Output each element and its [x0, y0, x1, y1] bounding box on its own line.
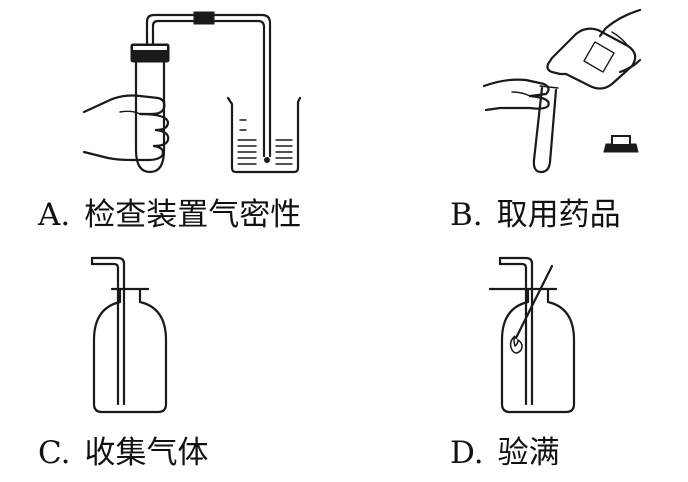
right-hand-b [598, 8, 642, 74]
delivery-tube-c [90, 256, 126, 406]
panel-c-letter: C. [38, 435, 71, 471]
beaker-a [226, 96, 302, 174]
gas-bottle-d [488, 287, 576, 414]
panel-a-text: 检查装置气密性 [84, 197, 302, 233]
panel-d-text: 验满 [497, 435, 560, 471]
panel-d-caption: D. 验满 [450, 438, 560, 469]
panel-c-text: 收集气体 [84, 435, 209, 471]
panel-c-illustration [90, 256, 168, 414]
water-a [237, 139, 293, 165]
panel-d-letter: D. [450, 435, 484, 471]
wooden-splint-d [514, 264, 554, 340]
hand-a [82, 94, 170, 162]
gas-bottle-c [92, 287, 168, 414]
panel-b-text: 取用药品 [496, 197, 621, 233]
panel-b-caption: B. 取用药品 [450, 200, 621, 231]
panel-a-illustration [82, 11, 302, 174]
panel-b-illustration [482, 8, 642, 174]
reagent-bottle-b [546, 27, 637, 90]
panel-c-caption: C. 收集气体 [38, 438, 208, 469]
panel-d-illustration [488, 256, 576, 414]
panel-b-letter: B. [450, 197, 483, 233]
panel-a-letter: A. [38, 197, 71, 233]
stopper-b [603, 135, 639, 153]
flame-icon [509, 335, 523, 354]
delivery-tube-a [145, 11, 272, 158]
panel-a-caption: A. 检查装置气密性 [38, 200, 301, 231]
delivery-tube-d [498, 256, 534, 406]
bubble-icon [264, 157, 270, 163]
test-tube-a [130, 43, 170, 174]
left-hand-b [482, 78, 550, 112]
